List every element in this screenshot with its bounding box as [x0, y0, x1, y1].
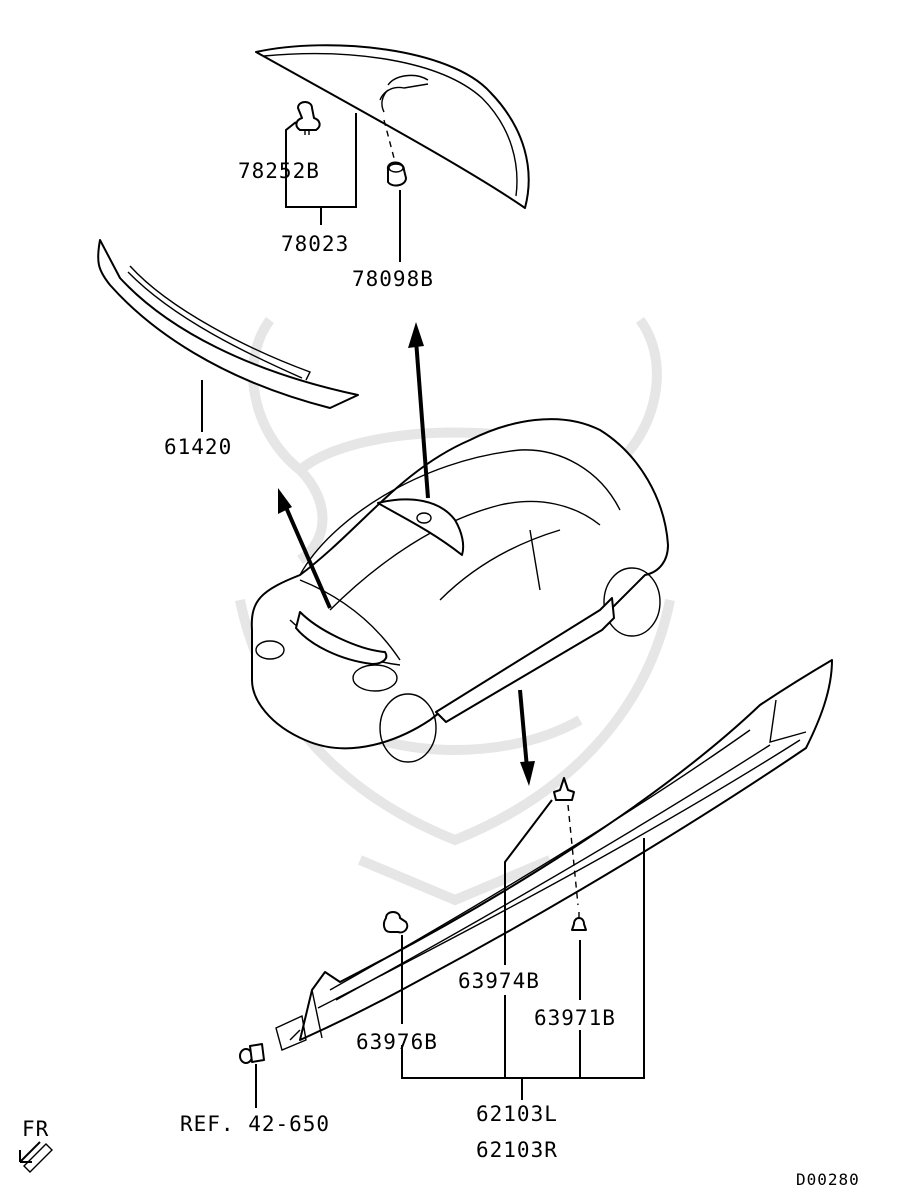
- vehicle-outline: [250, 418, 669, 763]
- rear-spoiler: [255, 44, 530, 209]
- label-61420: 61420: [164, 435, 232, 459]
- label-63971b: 63971B: [534, 1006, 616, 1030]
- label-78098b: 78098B: [352, 267, 434, 291]
- label-78023: 78023: [281, 232, 349, 256]
- leader-lines-top: [285, 113, 401, 262]
- label-62103l: 62103L: [476, 1102, 558, 1126]
- clip-ref-42-650-icon: [239, 1043, 265, 1064]
- garnish-61420: [97, 239, 359, 432]
- diagram-code: D00280: [796, 1170, 860, 1187]
- label-63976b: 63976B: [356, 1030, 438, 1054]
- clip-78252b-icon: [295, 101, 321, 135]
- label-78252b: 78252B: [238, 159, 320, 183]
- label-63974b: 63974B: [458, 969, 540, 993]
- label-fr: FR: [22, 1117, 49, 1141]
- label-62103r: 62103R: [476, 1138, 558, 1162]
- grommet-78098b-icon: [386, 161, 407, 187]
- front-direction-icon: [19, 1141, 53, 1173]
- label-ref-42-650: REF. 42-650: [180, 1112, 330, 1136]
- leader-lines-bottom: [255, 799, 645, 1108]
- assembly-arrows: [278, 322, 535, 786]
- clip-63974b-icon: [553, 777, 575, 801]
- screw-63971b-icon: [571, 912, 587, 931]
- clip-63976b-icon: [382, 911, 409, 934]
